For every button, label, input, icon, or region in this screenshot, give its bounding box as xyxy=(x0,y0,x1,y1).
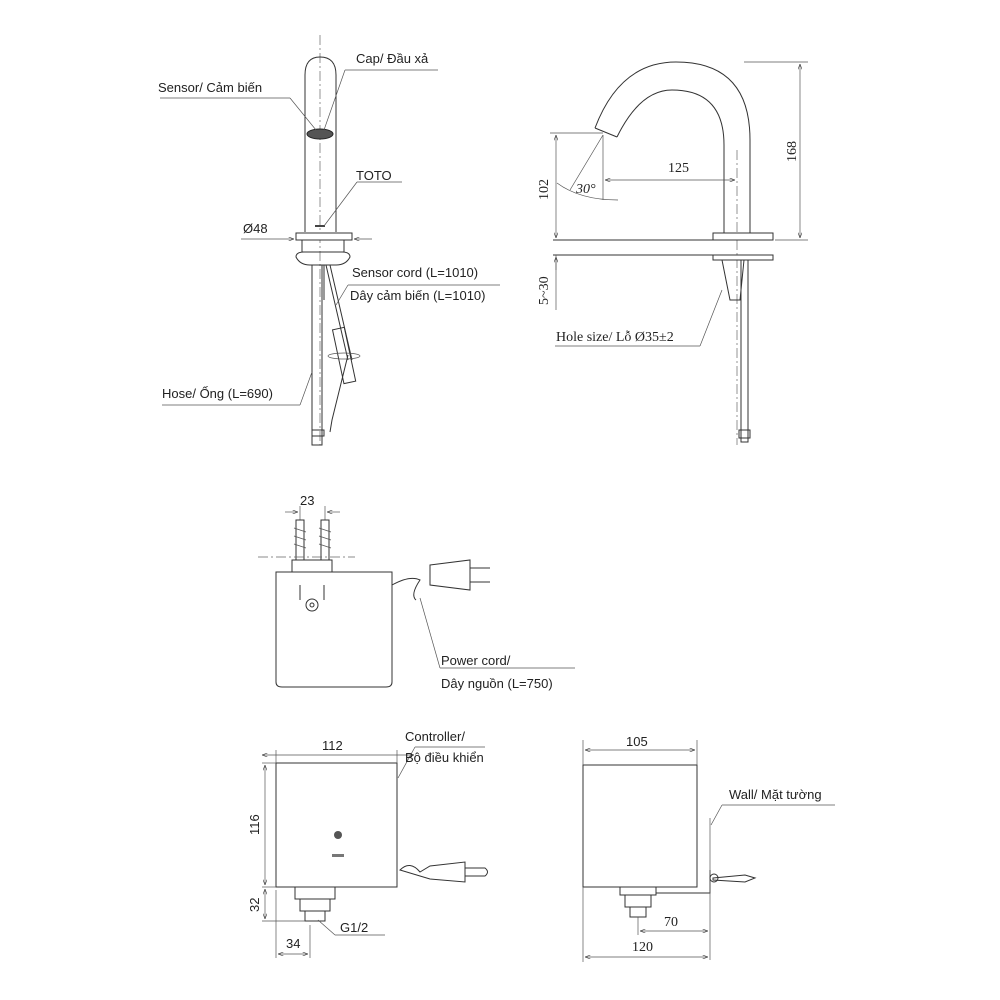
faucet-front-view: Sensor/ Cảm biến Cap/ Đầu xả TOTO Ø48 Se… xyxy=(158,35,500,446)
controller-height-dim: 116 xyxy=(247,814,262,835)
controller-front-view: 112 116 32 34 G1/2 Controller/ Bộ điều k… xyxy=(247,729,488,958)
controller-side-view: 105 Wall/ Mặt tường 70 120 xyxy=(582,734,835,962)
wall-label: Wall/ Mặt tường xyxy=(729,787,822,802)
fitting-height-dim: 32 xyxy=(247,898,262,912)
diameter-label: Ø48 xyxy=(243,221,268,236)
sensor-cord-label: Sensor cord (L=1010) xyxy=(352,265,478,280)
spout-reach-dim: 125 xyxy=(668,161,689,176)
sensor-label: Sensor/ Cảm biến xyxy=(158,80,262,95)
controller-label: Controller/ xyxy=(405,729,465,744)
angle-dim: 30° xyxy=(575,182,596,197)
cap-label: Cap/ Đầu xả xyxy=(356,51,429,66)
spout-height-dim: 102 xyxy=(537,179,552,200)
controller-mounting-view: 23 Power cord/ Dây nguồn (L=750) xyxy=(258,493,575,691)
controller-label-vi: Bộ điều khiển xyxy=(405,750,484,765)
controller-depth-dim: 105 xyxy=(626,734,648,749)
controller-width-dim: 112 xyxy=(322,738,343,753)
power-cord-label: Power cord/ xyxy=(441,653,511,668)
fitting-offset-dim: 34 xyxy=(286,936,300,951)
total-height-dim: 168 xyxy=(785,141,800,162)
thread-label: G1/2 xyxy=(340,920,368,935)
sensor-cord-label-vi: Dây cảm biến (L=1010) xyxy=(350,288,486,303)
brand-label: TOTO xyxy=(356,168,392,183)
faucet-side-view: 125 30° 102 168 5~30 Hole size/ Lỗ Ø35±2 xyxy=(537,61,808,445)
deck-thickness-dim: 5~30 xyxy=(537,276,552,305)
power-cord-label-vi: Dây nguồn (L=750) xyxy=(441,676,553,691)
screw-spacing-dim: 23 xyxy=(300,493,314,508)
sensor-window xyxy=(306,128,334,140)
hole-size-label: Hole size/ Lỗ Ø35±2 xyxy=(556,330,674,345)
hose-label: Hose/ Ống (L=690) xyxy=(162,386,273,401)
fitting-to-wall-dim: 70 xyxy=(664,915,678,930)
total-depth-dim: 120 xyxy=(632,940,653,955)
